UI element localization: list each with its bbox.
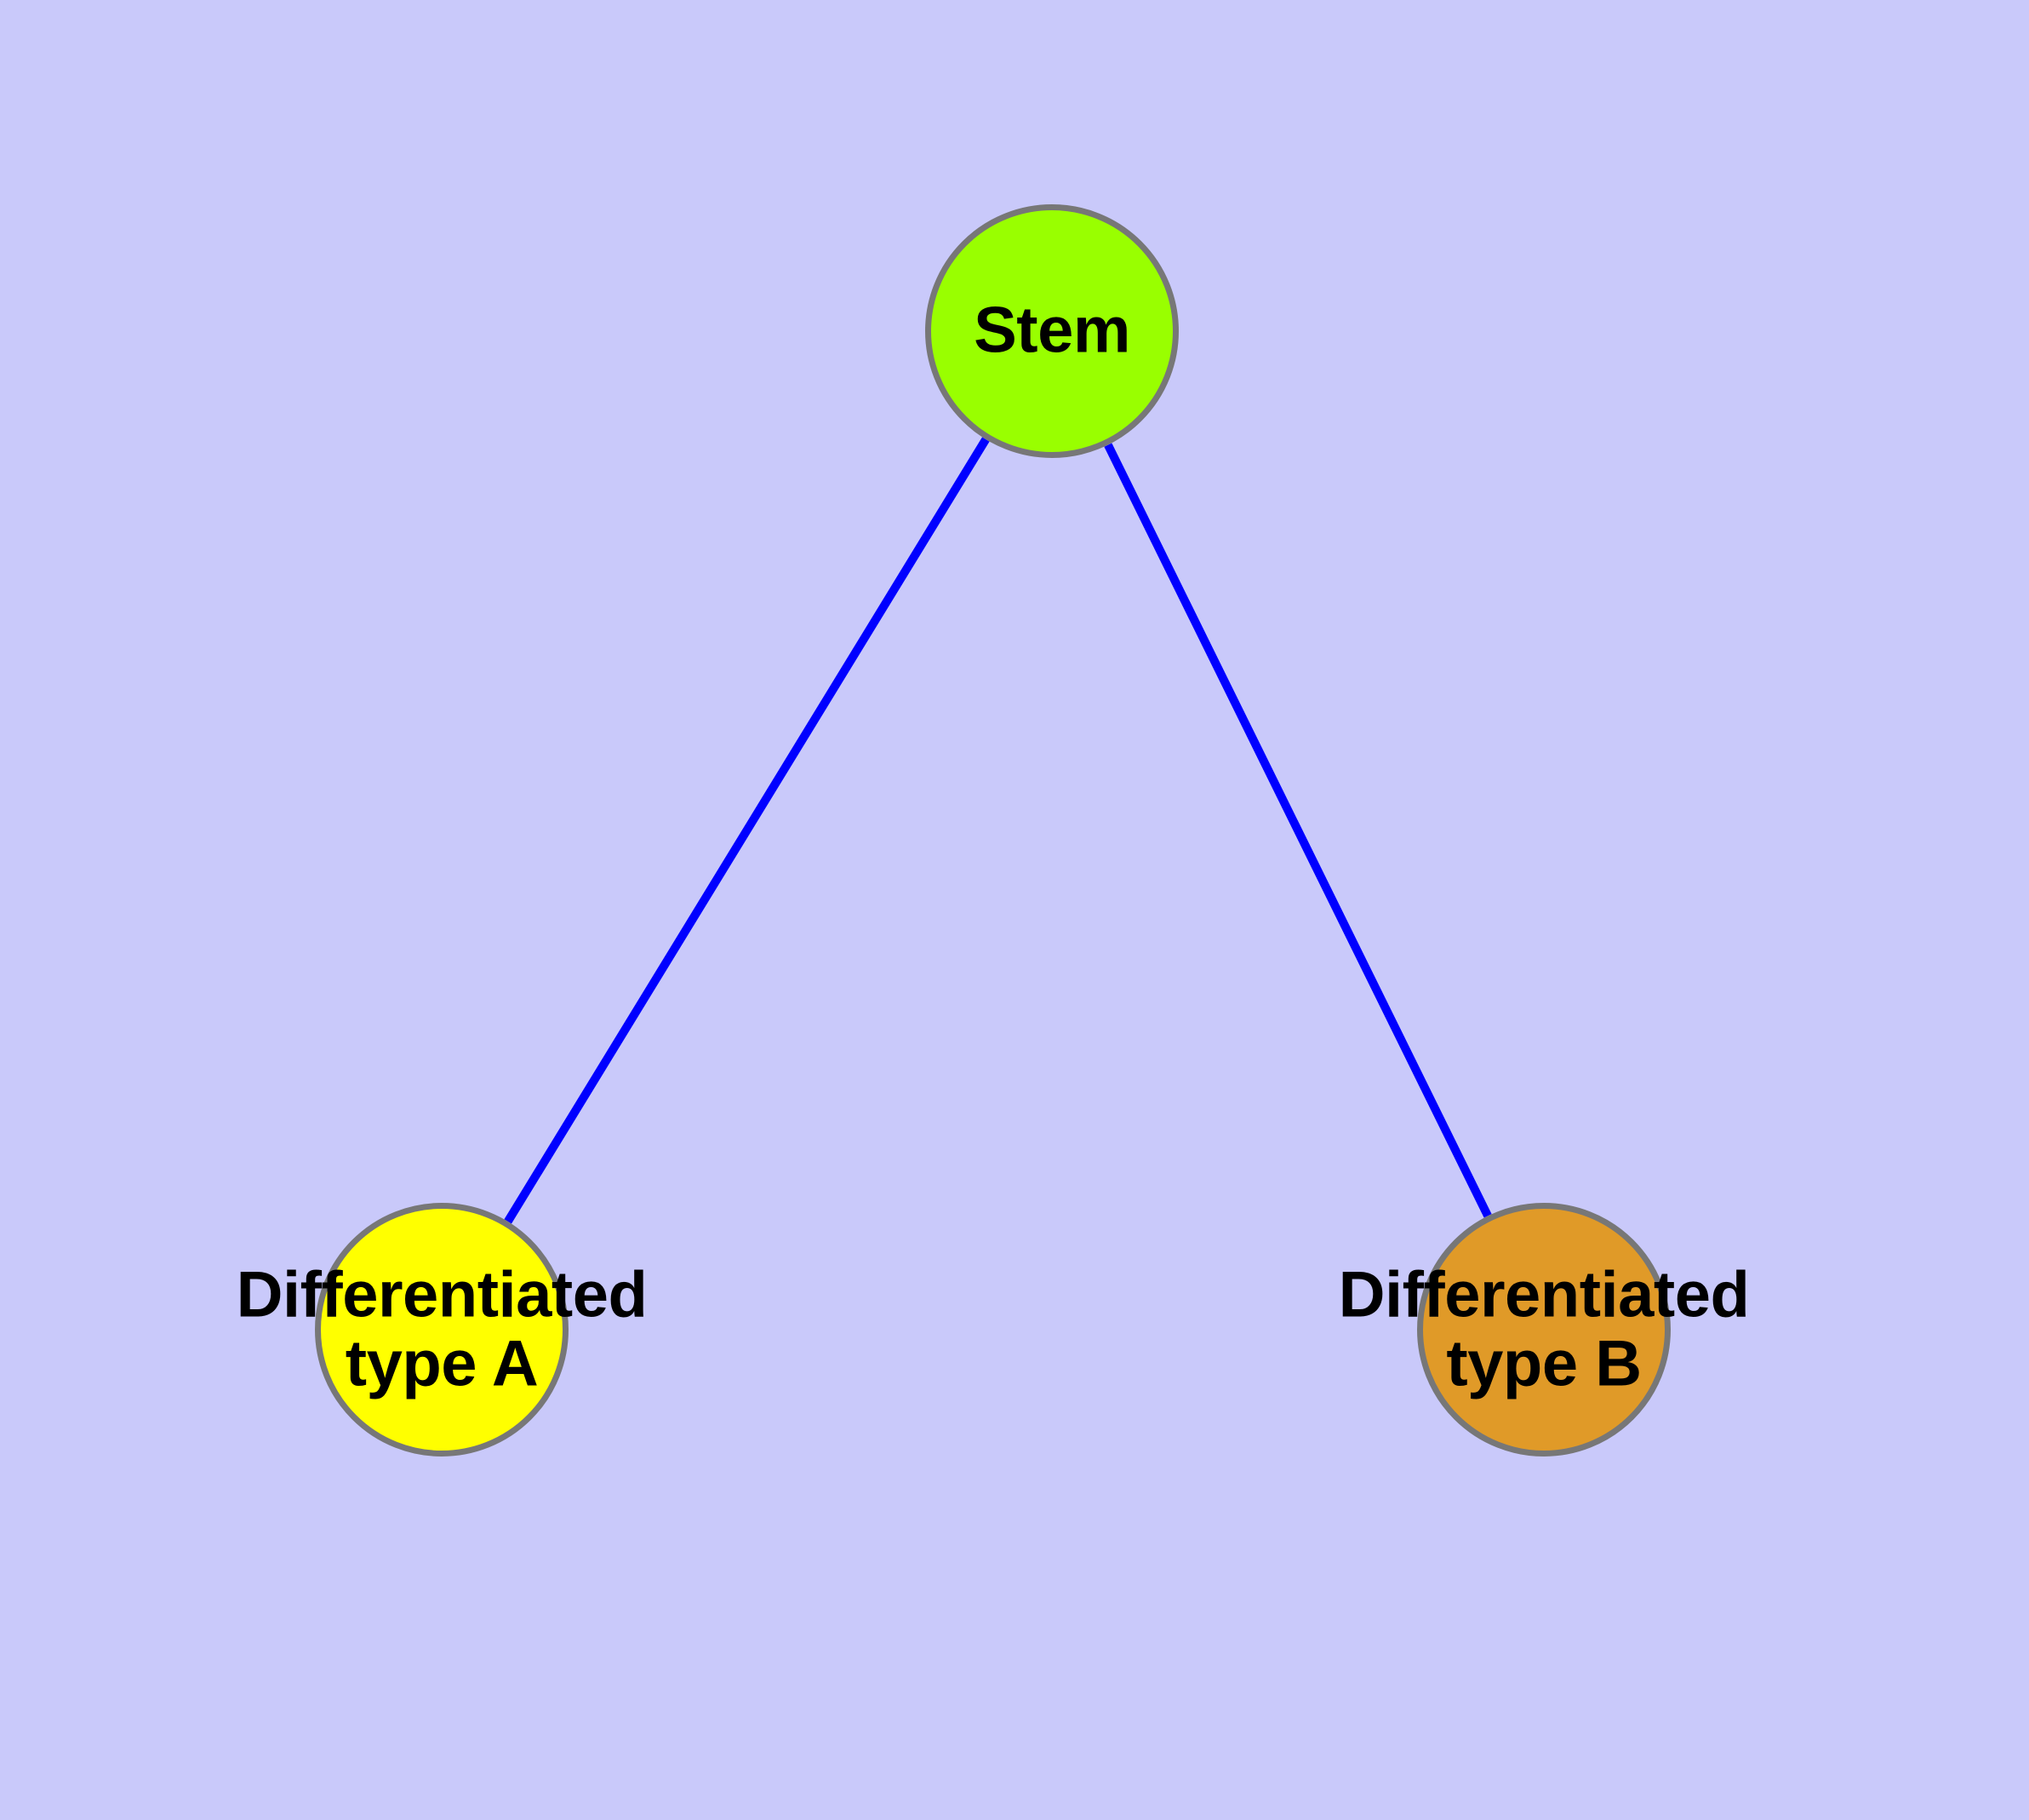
graph-node-diff_b[interactable] — [1417, 1203, 1671, 1457]
graph-node-diff_a[interactable] — [315, 1203, 569, 1457]
graph-edge-stem-to-b — [1104, 443, 1492, 1218]
graph-node-stem[interactable] — [925, 204, 1179, 458]
graph-edge-stem-to-a — [504, 437, 990, 1224]
node-layer — [315, 204, 1671, 1457]
edge-layer — [504, 437, 1492, 1224]
